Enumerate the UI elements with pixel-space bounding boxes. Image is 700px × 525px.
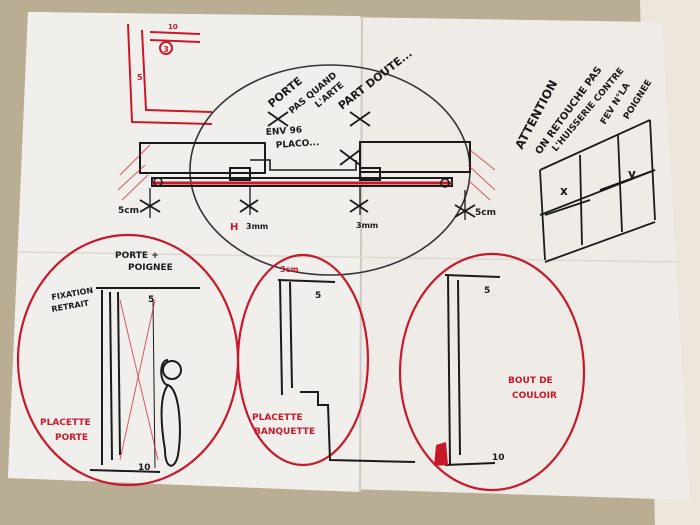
section-note-line2: PLACO... xyxy=(276,138,320,151)
banquette-detail xyxy=(277,279,416,463)
top-small-number: 10 xyxy=(168,23,178,31)
right-circle-dim-bottom: 10 xyxy=(492,453,505,463)
right-gap-label: 5cm xyxy=(475,208,496,218)
left-mm-label: 3mm xyxy=(246,222,268,231)
y-mark: y xyxy=(628,167,636,181)
circle-number: 3 xyxy=(163,45,169,54)
h-marker: H xyxy=(230,222,238,233)
right-mm-label: 3mm xyxy=(356,221,378,230)
circle-middle xyxy=(236,253,370,467)
middle-circle-dim-top: 5 xyxy=(315,291,321,301)
right-circle-label2: COULOIR xyxy=(512,391,557,401)
paper-fold-horizontal xyxy=(17,251,679,263)
wall-section xyxy=(117,111,496,220)
right-circle-dim-top: 5 xyxy=(484,286,490,296)
left-circle-dim-top: 5 xyxy=(148,295,154,305)
left-gap-label: 5cm xyxy=(118,206,139,216)
middle-circle-label2: BANQUETTE xyxy=(254,427,315,437)
left-circle-dim-bottom: 10 xyxy=(138,463,151,473)
corridor-red-mark xyxy=(434,442,448,466)
circle-right xyxy=(398,252,586,492)
left-circle-title2: POIGNEE xyxy=(128,263,173,273)
left-circle-label2: PORTE xyxy=(55,433,88,443)
right-circle-label1: BOUT DE xyxy=(508,376,553,386)
left-circle-title1: PORTE + xyxy=(115,251,159,261)
door-detail xyxy=(89,287,200,473)
middle-circle-top-dim: 3cm xyxy=(280,265,299,274)
l-vertical-dim: 5 xyxy=(137,73,143,82)
door-diagonals xyxy=(119,299,159,461)
left-circle-label1: PLACETTE xyxy=(40,418,91,428)
corner-detail xyxy=(127,23,213,125)
panel-grid xyxy=(539,119,656,263)
section-note-line1: ENV 96 xyxy=(266,125,303,138)
middle-circle-label1: PLACETTE xyxy=(252,413,303,423)
x-mark: x xyxy=(560,184,568,198)
corridor-detail xyxy=(444,274,501,466)
